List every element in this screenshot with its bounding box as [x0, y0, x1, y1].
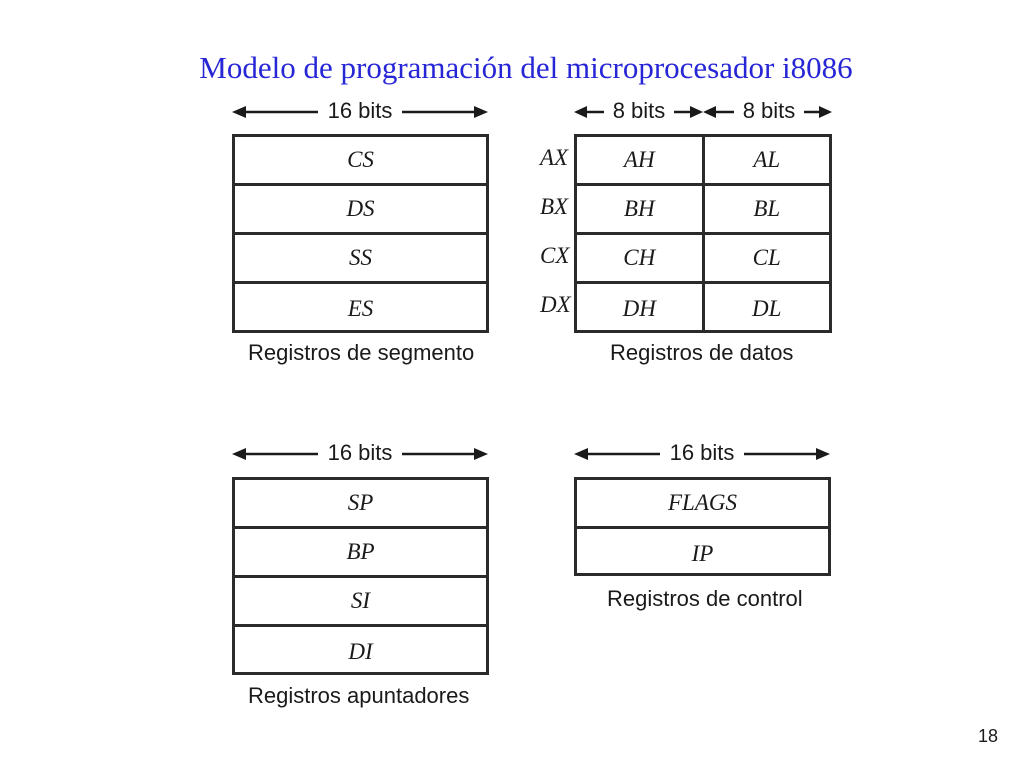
register-row: SS [235, 235, 486, 284]
register-row: FLAGS [577, 480, 828, 529]
register-row: DS [235, 186, 486, 235]
register-ch: CH [623, 245, 656, 270]
register-label-dx: DX [540, 292, 571, 317]
register-row: BP [235, 529, 486, 578]
register-es: ES [347, 295, 374, 321]
register-label-ax: AX [540, 145, 569, 170]
register-row: BH BL [577, 186, 829, 235]
register-ds: DS [346, 196, 375, 221]
segment-width-label: 16 bits [232, 98, 488, 124]
pointer-register-table: SP BP SI DI [232, 477, 489, 675]
segment-register-table: CS DS SS ES [232, 134, 489, 333]
segment-width-text: 16 bits [318, 98, 402, 124]
data-width-text-low: 8 bits [734, 98, 804, 124]
register-cl: CL [701, 235, 830, 281]
control-caption: Registros de control [607, 586, 803, 611]
register-di: DI [348, 638, 373, 664]
register-ss: SS [349, 245, 372, 270]
pointer-width-label: 16 bits [232, 440, 488, 466]
register-row: AH AL [577, 137, 829, 186]
register-row: SI [235, 578, 486, 627]
slide-title: Modelo de programación del microprocesad… [199, 50, 853, 85]
register-row: DH DL [577, 284, 829, 333]
data-caption: Registros de datos [610, 340, 794, 365]
control-register-table: FLAGS IP [574, 477, 831, 576]
register-row: CH CL [577, 235, 829, 284]
pointer-width-text: 16 bits [318, 440, 402, 466]
register-row: IP [577, 529, 828, 578]
register-sp: SP [347, 490, 374, 515]
control-width-label: 16 bits [574, 440, 830, 466]
register-dl: DL [701, 284, 830, 333]
page-number: 18 [977, 726, 998, 746]
register-bl: BL [701, 186, 830, 232]
register-row: CS [235, 137, 486, 186]
register-row: SP [235, 480, 486, 529]
register-bp: BP [346, 539, 375, 564]
register-label-cx: CX [540, 243, 570, 268]
register-si: SI [350, 588, 371, 613]
register-al: AL [701, 137, 830, 183]
register-row: DI [235, 627, 486, 676]
data-register-table: AH AL BH BL CH CL DH DL [574, 134, 832, 333]
data-width-label: 8 bits 8 bits [574, 98, 832, 124]
register-ip: IP [691, 540, 714, 566]
register-cs: CS [347, 147, 374, 172]
register-flags: FLAGS [668, 490, 737, 515]
control-width-text: 16 bits [660, 440, 744, 466]
register-row: ES [235, 284, 486, 333]
pointer-caption: Registros apuntadores [248, 683, 470, 708]
register-dh: DH [622, 295, 656, 321]
register-label-bx: BX [540, 194, 569, 219]
segment-caption: Registros de segmento [248, 340, 475, 365]
data-width-text-high: 8 bits [604, 98, 674, 124]
register-ah: AH [623, 147, 655, 172]
register-bh: BH [623, 196, 655, 221]
